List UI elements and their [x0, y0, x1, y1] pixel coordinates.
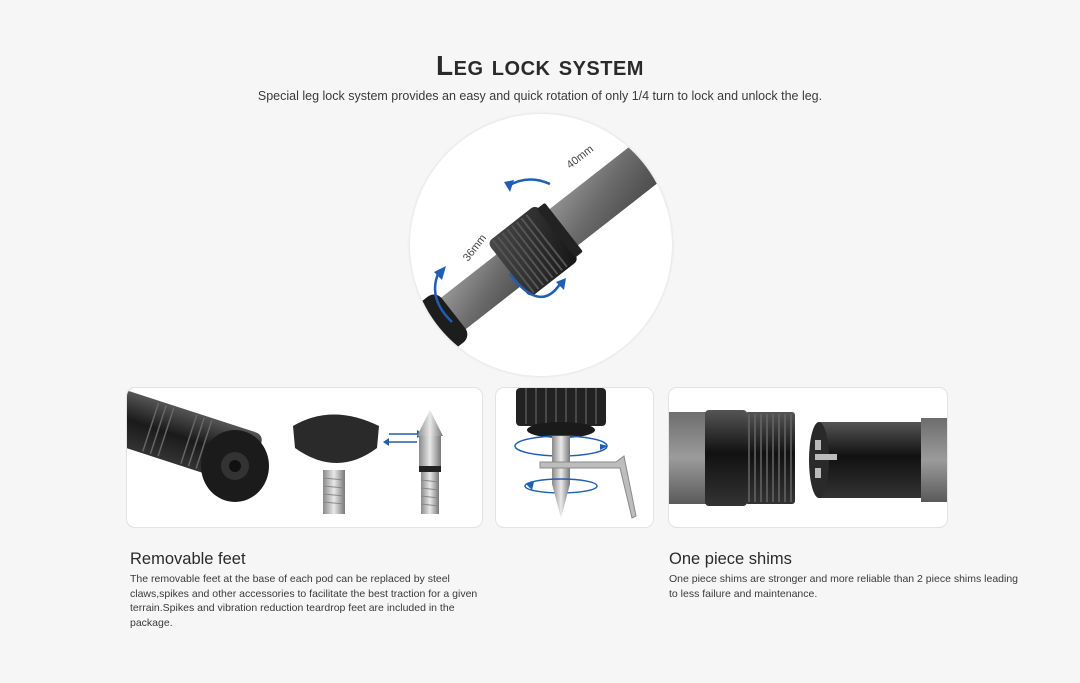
label-40mm: 40mm [564, 143, 595, 171]
one-piece-shims-description: One piece shims are stronger and more re… [669, 573, 1019, 600]
spike-wrench-image [495, 387, 654, 528]
one-piece-shim-image [668, 387, 948, 528]
removable-feet-title: Removable feet [130, 550, 246, 568]
one-piece-shims-title: One piece shims [669, 550, 792, 568]
removable-feet-image [126, 387, 483, 528]
removable-feet-description: The removable feet at the base of each p… [130, 573, 478, 629]
page-title: Leg lock system [436, 50, 644, 81]
leg-lock-hero-image: 40mm 36mm [410, 114, 672, 376]
label-36mm: 36mm [461, 232, 489, 263]
page-subtitle: Special leg lock system provides an easy… [257, 89, 823, 103]
